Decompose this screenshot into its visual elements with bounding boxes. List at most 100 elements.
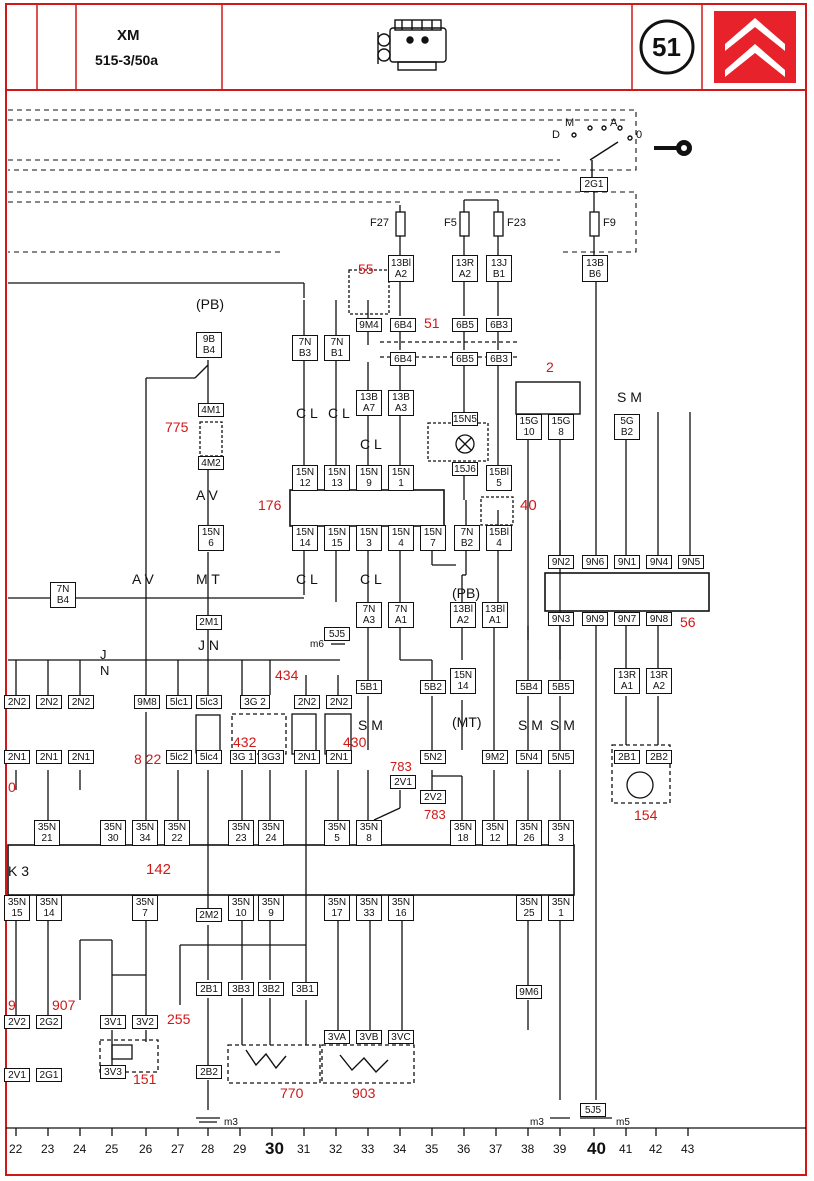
wire-code-j: J	[100, 647, 107, 662]
connector-line: 15N	[391, 467, 411, 478]
connector-line: 3V2	[136, 1016, 154, 1028]
connector-line: 13R	[649, 670, 669, 681]
connector-line: 9	[366, 478, 372, 489]
connector-line: 2M1	[199, 617, 219, 628]
connector-k2g1: 2G1	[36, 1068, 62, 1082]
connector-k5n2: 5N2	[420, 750, 446, 764]
connector-line: 2N2	[329, 696, 349, 708]
component-255: 255	[167, 1011, 191, 1027]
connector-line: 5B4	[520, 681, 538, 693]
connector-line: 15Bl	[488, 527, 509, 538]
connector-k5n4: 5N4	[516, 750, 542, 764]
connector-line: 35N	[231, 897, 251, 908]
grid-column-23: 23	[41, 1142, 55, 1156]
connector-line: 5lc3	[199, 696, 219, 708]
grid-column-39: 39	[553, 1142, 567, 1156]
connector-k3v3: 3V3	[100, 1065, 126, 1079]
connector-line: 9M4	[359, 319, 379, 331]
connector-line: 4	[496, 538, 502, 549]
connector-line: 3VC	[391, 1031, 411, 1043]
grid-column-32: 32	[329, 1142, 343, 1156]
component-775: 775	[165, 419, 189, 435]
connector-line: B2	[460, 538, 474, 549]
connector-k2v1l: 2V1	[4, 1068, 30, 1082]
connector-line: 9N8	[649, 613, 669, 625]
wire-code-n: N	[100, 663, 110, 678]
wire-code-cl-5: C L	[360, 571, 382, 587]
connector-line: 23	[235, 833, 247, 844]
connector-line: 5	[334, 833, 340, 844]
connector-line: 9N3	[551, 613, 571, 625]
component-0: 0	[8, 779, 16, 795]
component-176: 176	[258, 497, 282, 513]
connector-line: 6B4	[394, 319, 412, 331]
connector-line: 9N6	[585, 556, 605, 568]
connector-k2n2a: 2N2	[294, 695, 320, 709]
connector-line: B2	[620, 427, 634, 438]
component-151: 151	[133, 1071, 157, 1087]
connector-k5j5b: 5J5	[580, 1103, 606, 1117]
grid-column-26: 26	[139, 1142, 153, 1156]
connector-line: 9M2	[485, 751, 505, 763]
connector-line: 17	[331, 908, 343, 919]
connector-line: 13B	[392, 392, 410, 403]
wire-code-cl-3: C L	[360, 436, 382, 452]
connector-line: 5N2	[423, 751, 443, 763]
connector-k3va: 3VA	[324, 1030, 350, 1044]
connector-k15n5: 15N5	[452, 412, 478, 426]
connector-line: 7N	[362, 604, 376, 615]
connector-line: 35N	[485, 822, 505, 833]
connector-line: 26	[523, 833, 535, 844]
connector-line: 5lc2	[169, 751, 189, 763]
connector-line: 15N	[295, 467, 315, 478]
connector-k2b1: 2B1	[196, 982, 222, 996]
ignition-key-icon	[654, 140, 692, 156]
connector-line: 24	[265, 833, 277, 844]
component-430: 430	[343, 734, 367, 750]
component-51: 51	[424, 315, 440, 331]
connector-line: 6	[208, 538, 214, 549]
connector-k9n9: 9N9	[582, 612, 608, 626]
connector-line: 5	[496, 478, 502, 489]
connector-line: 10	[235, 908, 247, 919]
connector-line: 15Bl	[488, 467, 509, 478]
grid-column-31: 31	[297, 1142, 311, 1156]
connector-line: 9M6	[519, 986, 539, 998]
grid-column-28: 28	[201, 1142, 215, 1156]
connector-line: 5N4	[519, 751, 539, 763]
connector-k5b5: 5B5	[548, 680, 574, 694]
connector-line: 15N	[359, 527, 379, 538]
connector-line: 15N	[327, 527, 347, 538]
connector-line: 6B5	[456, 353, 474, 365]
connector-k9n2: 9N2	[548, 555, 574, 569]
connector-line: 12	[489, 833, 501, 844]
connector-line: 6B5	[456, 319, 474, 331]
wire-code-cl-1: C L	[296, 405, 318, 421]
connector-k3g3: 3G3	[258, 750, 284, 764]
connector-line: 5J5	[584, 1104, 602, 1116]
connector-line: 13Bl	[484, 604, 505, 615]
connector-line: 35N	[359, 822, 379, 833]
fuse-f9-label: F9	[603, 217, 616, 229]
wire-code-cl-4: C L	[296, 571, 318, 587]
connector-line: 16	[395, 908, 407, 919]
connector-line: 35N	[7, 897, 27, 908]
connector-line: 35N	[135, 822, 155, 833]
connector-line: 3B1	[296, 983, 314, 995]
